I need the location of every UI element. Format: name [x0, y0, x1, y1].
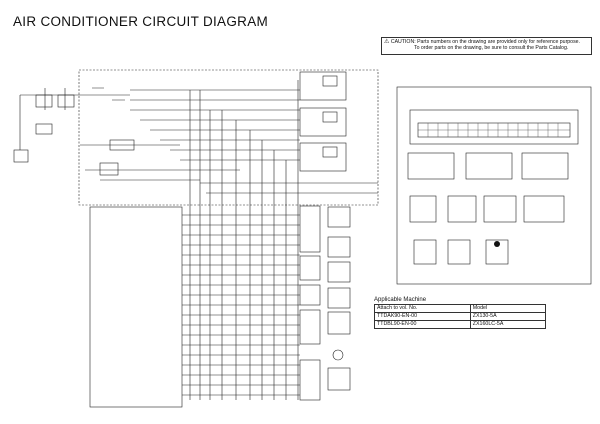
- actuator-3: [327, 261, 351, 283]
- caution-line-2: To order parts on the drawing, be sure t…: [414, 45, 569, 51]
- attach-cell: TTDBL90-EN-00: [374, 320, 471, 329]
- conn-5: [447, 195, 477, 223]
- conn-3: [521, 152, 569, 180]
- page-title: AIR CONDITIONER CIRCUIT DIAGRAM: [13, 14, 269, 29]
- applicable-machine-table: Applicable Machine Attach to vol. No. Mo…: [374, 297, 594, 329]
- caution-box: ⚠ CAUTION: Parts numbers on the drawing …: [381, 37, 592, 55]
- caution-line-1: CAUTION: Parts numbers on the drawing ar…: [390, 39, 580, 45]
- table-row: TTDAK90-EN-00 ZX130-5A: [374, 312, 547, 321]
- table-row: TTDBL90-EN-00 ZX160LC-5A: [374, 320, 547, 329]
- col-attach-header: Attach to vol. No.: [374, 304, 471, 313]
- ground-terminal-icon: [494, 241, 500, 247]
- conn-2: [465, 152, 513, 180]
- model-cell: ZX130-5A: [469, 312, 547, 321]
- conn-1: [407, 152, 455, 180]
- warning-triangle-icon: ⚠: [384, 39, 390, 45]
- ac-controller-box: [89, 206, 183, 408]
- connector-d: [299, 309, 321, 345]
- conn-4: [409, 195, 437, 223]
- connector-c: [299, 284, 321, 306]
- connector-main: [409, 109, 579, 145]
- conn-9: [447, 239, 471, 265]
- relay-box-3: [299, 142, 347, 172]
- model-cell: ZX160LC-5A: [469, 320, 547, 329]
- attach-cell: TTDAK90-EN-00: [374, 312, 471, 321]
- battery-1: [35, 94, 53, 108]
- power-wires: [19, 88, 75, 150]
- connector-e: [299, 359, 321, 401]
- connector-a: [299, 205, 321, 253]
- connector-chart-frame: [396, 86, 592, 285]
- fan-motor-box: [327, 367, 351, 391]
- actuator-2: [327, 236, 351, 258]
- relay-box-2: [299, 107, 347, 137]
- actuator-1: [327, 206, 351, 228]
- table-header-row: Attach to vol. No. Model: [374, 304, 547, 313]
- battery-2: [57, 94, 75, 108]
- conn-7: [523, 195, 565, 223]
- compressor-clutch: [13, 149, 29, 163]
- applicable-heading: Applicable Machine: [374, 297, 427, 303]
- actuator-5: [327, 311, 351, 335]
- pressure-switch: [35, 123, 53, 135]
- actuator-4: [327, 287, 351, 309]
- conn-10: [485, 239, 509, 265]
- conn-8: [413, 239, 437, 265]
- conn-6: [483, 195, 517, 223]
- relay-box-1: [299, 71, 347, 101]
- connector-b: [299, 255, 321, 281]
- col-model-header: Model: [469, 304, 547, 313]
- fan-motor: [332, 349, 344, 361]
